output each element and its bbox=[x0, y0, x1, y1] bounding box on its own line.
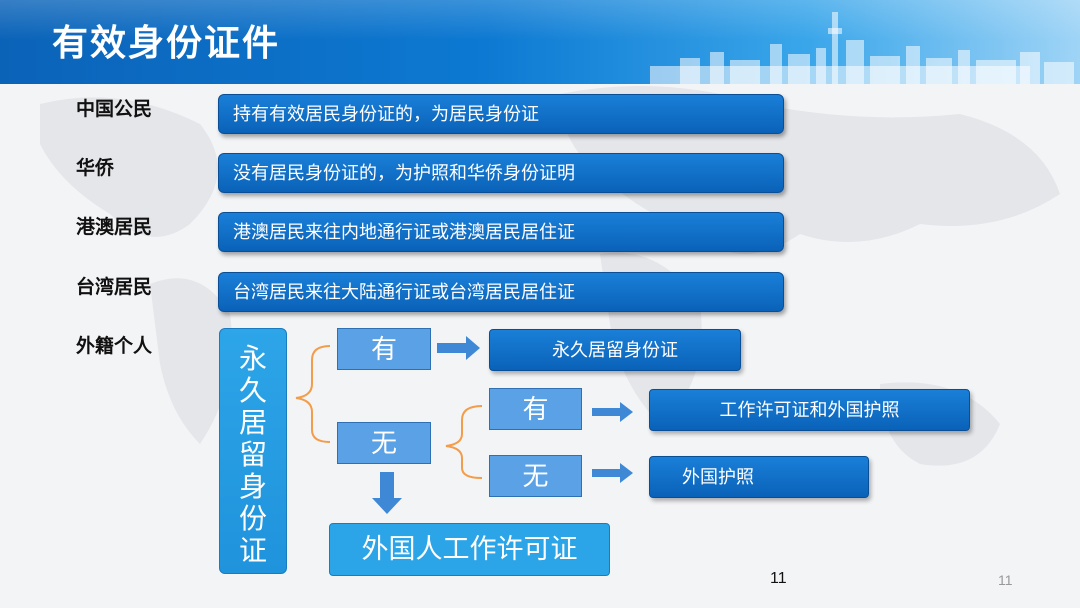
result-foreign-passport: 外国护照 bbox=[649, 456, 869, 498]
title-banner: 有效身份证件 bbox=[0, 0, 1080, 84]
bracket-root bbox=[295, 345, 331, 443]
document-bar-hk-macao: 港澳居民来往内地通行证或港澳居民居住证 bbox=[218, 212, 784, 252]
document-bar-overseas-chinese: 没有居民身份证的，为护照和华侨身份证明 bbox=[218, 153, 784, 193]
category-label-overseas-chinese: 华侨 bbox=[76, 157, 115, 179]
city-skyline-graphic bbox=[650, 12, 1074, 84]
category-label-citizen: 中国公民 bbox=[76, 98, 153, 120]
sub-yes-node: 有 bbox=[489, 388, 582, 430]
arrow-group bbox=[372, 336, 633, 514]
root-char: 份 bbox=[238, 502, 267, 535]
branch-yes-node: 有 bbox=[337, 328, 431, 370]
root-char: 留 bbox=[238, 438, 267, 471]
sub-no-node: 无 bbox=[489, 455, 582, 497]
permanent-residence-card-box: 永 久 居 留 身 份 证 bbox=[219, 328, 287, 574]
root-char: 居 bbox=[238, 406, 267, 439]
result-permanent-residence-card: 永久居留身份证 bbox=[489, 329, 741, 371]
category-label-foreigner: 外籍个人 bbox=[76, 335, 153, 357]
root-char: 证 bbox=[238, 534, 267, 567]
page-number-right: 11 bbox=[998, 572, 1013, 588]
root-char: 永 bbox=[238, 342, 267, 375]
page-title: 有效身份证件 bbox=[52, 23, 281, 64]
arrow-sub-no-right bbox=[592, 463, 633, 483]
page-number-center: 11 bbox=[770, 570, 787, 587]
result-work-permit-and-passport: 工作许可证和外国护照 bbox=[649, 389, 970, 431]
root-char: 久 bbox=[238, 374, 267, 407]
category-label-taiwan: 台湾居民 bbox=[76, 276, 153, 298]
foreigner-work-permit-box: 外国人工作许可证 bbox=[329, 523, 610, 576]
document-bar-citizen: 持有有效居民身份证的，为居民身份证 bbox=[218, 94, 784, 134]
root-char: 身 bbox=[238, 470, 267, 503]
arrow-yes-right bbox=[437, 336, 480, 360]
arrow-no-down bbox=[372, 472, 402, 514]
document-bar-taiwan: 台湾居民来往大陆通行证或台湾居民居住证 bbox=[218, 272, 784, 312]
banner-shine bbox=[0, 0, 1080, 40]
branch-no-node: 无 bbox=[337, 422, 431, 464]
arrow-sub-yes-right bbox=[592, 402, 633, 422]
category-label-hk-macao: 港澳居民 bbox=[76, 216, 153, 238]
bracket-no bbox=[445, 405, 483, 479]
